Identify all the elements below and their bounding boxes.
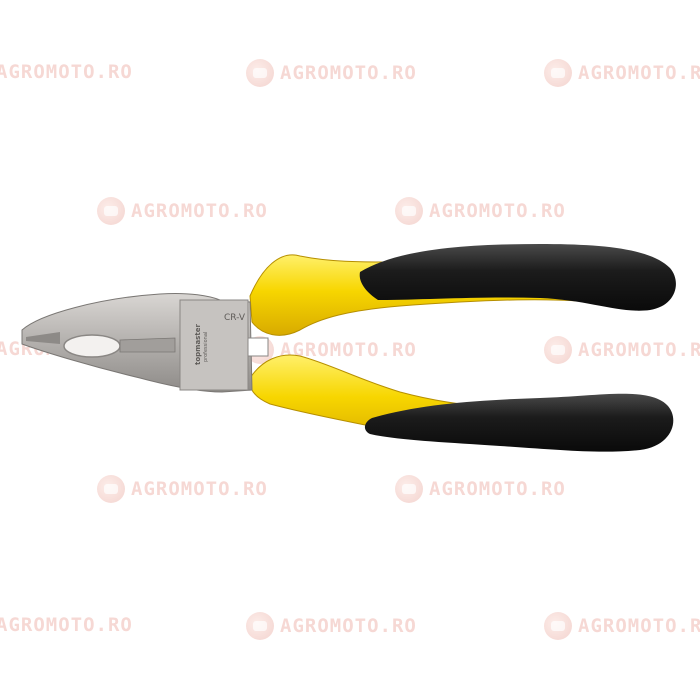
brand-sub-text: professional	[203, 332, 209, 362]
agromoto-logo-icon	[544, 59, 572, 87]
jaw-grip-hole	[63, 334, 121, 358]
agromoto-logo-icon	[97, 197, 125, 225]
watermark: AGROMOTO.RO	[0, 61, 133, 83]
agromoto-logo-icon	[395, 475, 423, 503]
watermark-text: AGROMOTO.RO	[0, 614, 133, 636]
watermark: AGROMOTO.RO	[395, 197, 566, 225]
watermark: AGROMOTO.RO	[544, 336, 700, 364]
watermark: AGROMOTO.RO	[97, 197, 268, 225]
watermark: AGROMOTO.RO	[246, 59, 417, 87]
watermark-text: AGROMOTO.RO	[280, 339, 417, 361]
watermark-text: AGROMOTO.RO	[131, 200, 268, 222]
watermark: AGROMOTO.RO	[246, 612, 417, 640]
watermark-text: AGROMOTO.RO	[429, 478, 566, 500]
agromoto-logo-icon	[97, 475, 125, 503]
watermark: AGROMOTO.RO	[544, 612, 700, 640]
watermark-text: AGROMOTO.RO	[578, 62, 700, 84]
agromoto-logo-icon	[544, 336, 572, 364]
cutter-edge	[119, 337, 176, 353]
watermark: AGROMOTO.RO	[97, 475, 268, 503]
watermark-text: AGROMOTO.RO	[429, 200, 566, 222]
watermark-text: AGROMOTO.RO	[131, 478, 268, 500]
upper-handle-black-grip	[359, 244, 676, 311]
watermark-text: AGROMOTO.RO	[280, 615, 417, 637]
watermark-text: AGROMOTO.RO	[578, 615, 700, 637]
watermark: AGROMOTO.RO	[0, 614, 133, 636]
agromoto-logo-icon	[246, 612, 274, 640]
pivot-plate	[179, 299, 249, 391]
lower-handle-black-grip	[364, 393, 674, 452]
watermark-text: AGROMOTO.RO	[280, 62, 417, 84]
jaw-stamp-text: CR-V	[224, 313, 246, 323]
jaw-teeth	[26, 332, 60, 344]
watermark: AGROMOTO.RO	[395, 475, 566, 503]
watermark-text: AGROMOTO.RO	[0, 61, 133, 83]
handle-slot	[247, 337, 269, 357]
agromoto-logo-icon	[246, 59, 274, 87]
watermark-text: AGROMOTO.RO	[578, 339, 700, 361]
agromoto-logo-icon	[395, 197, 423, 225]
agromoto-logo-icon	[544, 612, 572, 640]
brand-stamp-text: topmaster	[194, 324, 202, 365]
watermark: AGROMOTO.RO	[544, 59, 700, 87]
